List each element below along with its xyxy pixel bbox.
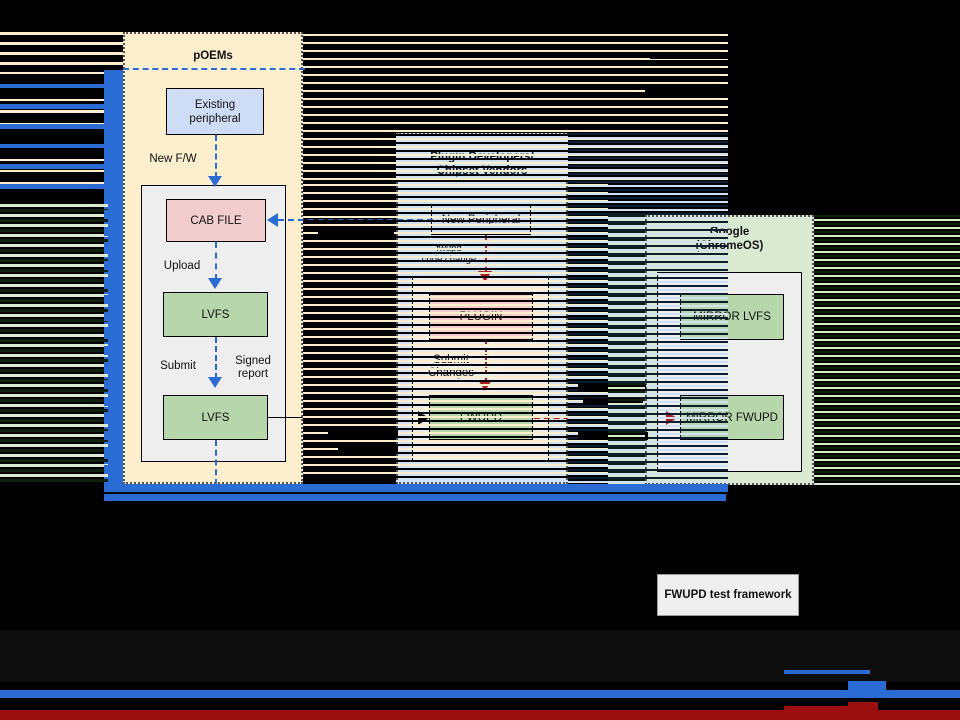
arrowhead-lvfs-to-fwupd: [418, 411, 429, 425]
edge-label-submit: Submit: [160, 360, 196, 372]
node-lvfs-upload[interactable]: LVFS: [163, 292, 268, 337]
arrowhead-newperipheral-to-plugin: [478, 271, 492, 282]
lane-google-title: Google (ChromeOS): [695, 226, 764, 252]
edge-lvfs-to-fwupd: [268, 417, 420, 418]
lane-poems-title: pOEMs: [193, 50, 233, 62]
edge-label-signed-report: Signed report: [235, 355, 271, 380]
arrowhead-lvfs-to-lvfs: [208, 377, 222, 388]
node-cab-file[interactable]: CAB FILE: [166, 199, 266, 242]
node-mirror-fwupd[interactable]: MIRROR FWUPD: [680, 395, 784, 440]
arrowhead-plugin-to-fwupd: [478, 380, 492, 391]
edge-plugin-to-fwupd: [485, 340, 487, 382]
lane-plugin-title: Plugin Developers/ Chipset Vendors: [430, 151, 534, 177]
node-new-peripheral[interactable]: New Peripheral: [431, 205, 531, 235]
edge-newperipheral-to-cabfile: [278, 219, 433, 221]
node-fwupd-test-framework[interactable]: FWUPD test framework: [657, 574, 799, 616]
node-fwupd[interactable]: FWUPD: [429, 395, 533, 440]
edge-label-upload: Upload: [163, 260, 201, 272]
edge-cab-to-lvfs: [215, 242, 217, 280]
edge-newperipheral-to-plugin: [485, 235, 487, 273]
edge-existing-to-cab: [215, 135, 217, 178]
arrowhead-existing-to-cab: [208, 176, 222, 187]
edge-fwupd-to-mirror-fwupd: [534, 417, 668, 419]
arrowhead-cab-to-lvfs: [208, 278, 222, 289]
node-mirror-lvfs[interactable]: MIRROR LVFS: [680, 294, 784, 340]
arrowhead-fwupd-to-mirror-fwupd: [666, 411, 677, 425]
edge-label-fwupd-code-change: fwupd code change: [421, 243, 477, 265]
node-existing-peripheral[interactable]: Existing peripheral: [166, 88, 264, 135]
edge-label-submit-changes: Submit Changes: [427, 354, 475, 379]
node-plugin[interactable]: PLUGIN: [429, 294, 533, 340]
edge-label-new-fw: New F/W: [149, 153, 197, 165]
node-lvfs-submit[interactable]: LVFS: [163, 395, 268, 440]
edge-poems-tail: [215, 440, 217, 485]
arrowhead-to-cabfile: [267, 213, 278, 227]
edge-lvfs-to-lvfs: [215, 337, 217, 379]
edge-feedback-top: [123, 68, 305, 70]
